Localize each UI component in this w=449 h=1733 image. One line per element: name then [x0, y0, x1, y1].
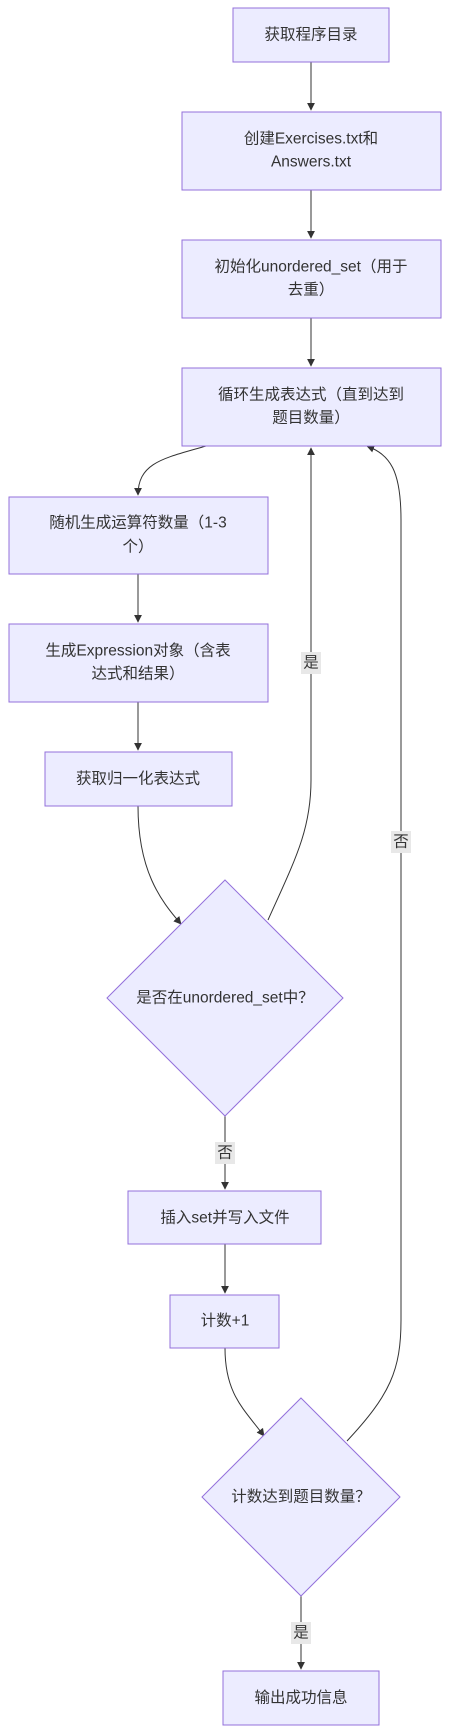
- edge-checkcount-no-to-loop: [346, 444, 402, 1442]
- edge-count-to-checkcount: [224, 1347, 265, 1437]
- node-normalize-expression: 获取归一化表达式: [44, 751, 233, 807]
- node-init-set-line1: 初始化unordered_set（用于: [215, 258, 408, 276]
- node-check-duplicate-text: 是否在unordered_set中？: [136, 989, 313, 1007]
- node-loop-generate-line2: 题目数量）: [272, 409, 350, 427]
- node-loop-generate: 循环生成表达式（直到达到 题目数量）: [181, 367, 442, 447]
- node-random-operators-line1: 随机生成运算符数量（1-3: [49, 513, 226, 532]
- node-create-files-line2: Answers.txt: [271, 154, 352, 171]
- node-insert-and-write-text: 插入set并写入文件: [160, 1209, 289, 1227]
- edge-label-count-yes: 是: [291, 1622, 311, 1644]
- node-generate-expression: 生成Expression对象（含表 达式和结果）: [8, 623, 269, 703]
- edge-label-count-no-text: 否: [393, 834, 409, 851]
- node-create-files-line1: 创建Exercises.txt和: [244, 130, 378, 148]
- edge-label-dup-yes: 是: [301, 652, 321, 674]
- node-count-increment: 计数+1: [169, 1294, 280, 1349]
- edge-label-dup-no: 否: [215, 1142, 235, 1164]
- node-count-increment-text: 计数+1: [201, 1312, 250, 1330]
- node-generate-expression-line2: 达式和结果）: [91, 665, 184, 683]
- node-random-operators: 随机生成运算符数量（1-3 个）: [8, 496, 269, 575]
- node-output-success-text: 输出成功信息: [254, 1689, 347, 1707]
- node-create-files: 创建Exercises.txt和 Answers.txt: [181, 111, 442, 191]
- node-get-program-dir: 获取程序目录: [232, 7, 390, 63]
- edge-label-dup-yes-text: 是: [303, 655, 319, 672]
- edge-label-count-yes-text: 是: [293, 1625, 309, 1642]
- edge-labels: 是 否 否 是: [215, 652, 411, 1644]
- edge-checkdup-yes-to-loop: [267, 447, 315, 921]
- node-normalize-expression-text: 获取归一化表达式: [76, 770, 200, 788]
- node-insert-and-write: 插入set并写入文件: [127, 1190, 322, 1245]
- node-output-success: 输出成功信息: [222, 1670, 380, 1726]
- node-init-set: 初始化unordered_set（用于 去重）: [181, 239, 442, 319]
- node-check-count: 计数达到题目数量？: [201, 1397, 401, 1597]
- edge-label-dup-no-text: 否: [217, 1145, 233, 1162]
- node-loop-generate-line1: 循环生成表达式（直到达到: [218, 386, 404, 404]
- node-check-duplicate: 是否在unordered_set中？: [106, 879, 344, 1117]
- edge-normalize-to-checkdup: [137, 805, 182, 925]
- node-random-operators-line2: 个）: [122, 538, 153, 556]
- node-init-set-line2: 去重）: [288, 281, 335, 299]
- edge-label-count-no: 否: [391, 831, 411, 853]
- edge-loop-to-randops: [134, 445, 207, 496]
- node-get-program-dir-text: 获取程序目录: [264, 26, 357, 44]
- node-check-count-text: 计数达到题目数量？: [231, 1488, 371, 1506]
- node-generate-expression-line1: 生成Expression对象（含表: [45, 642, 230, 660]
